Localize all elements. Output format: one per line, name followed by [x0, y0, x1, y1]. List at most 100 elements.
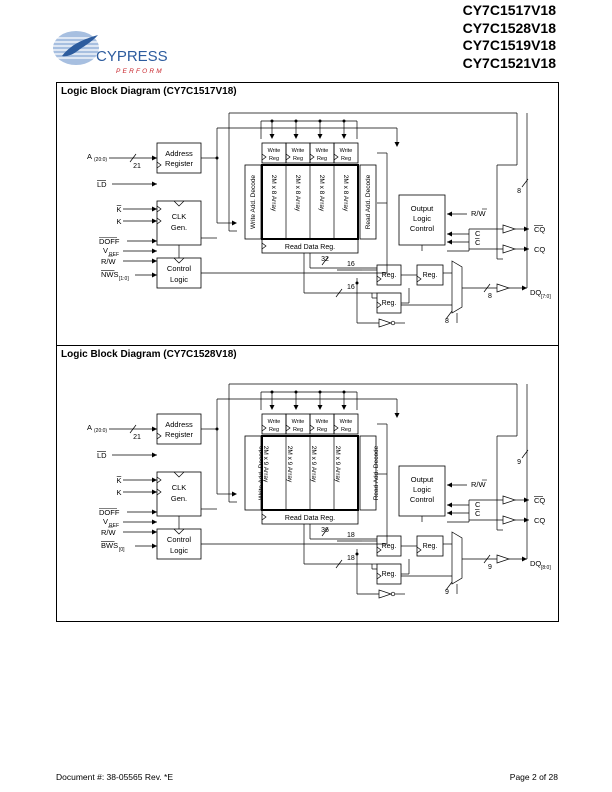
bus-slash	[445, 581, 453, 591]
write-register-label: Reg	[269, 427, 279, 433]
olc-rw-label: R/W	[471, 480, 487, 489]
rw-input-label: R/W	[101, 528, 117, 537]
read-bus-width: 36	[321, 527, 329, 534]
bus-slash	[521, 449, 529, 459]
arrow-head	[269, 134, 275, 139]
output-logic-label: Logic	[413, 214, 431, 223]
address-bus-width: 21	[133, 434, 141, 441]
output-register-label: Reg.	[423, 543, 438, 550]
read-address-decode-block	[359, 435, 377, 511]
diagram-title: Logic Block Diagram (CY7C1528V18)	[61, 349, 237, 360]
logo-company: CYPRESS	[96, 48, 168, 65]
output-logic-label: Output	[411, 204, 434, 213]
read-bus-width: 32	[321, 256, 329, 263]
part-number: CY7C1528V18	[462, 19, 556, 36]
memory-array-label: 2M x 8 Array	[270, 175, 277, 212]
write-register-label: Write	[340, 419, 353, 425]
control-logic-label: Logic	[170, 275, 188, 284]
feedback-bus-width: 9	[517, 459, 521, 466]
feedback-bus-width: 8	[517, 188, 521, 195]
vref-subscript: REF	[109, 252, 119, 258]
arrow-head	[447, 211, 452, 217]
arrow-head	[293, 405, 299, 410]
cq-bar-output-label: CQ	[534, 496, 545, 505]
write-register-label: Write	[316, 419, 329, 425]
k-input-label: K	[116, 488, 121, 497]
address-input-subscript: (20:0)	[94, 428, 107, 434]
output-register-label: Reg.	[382, 300, 397, 307]
dq-output-label: DQ	[530, 559, 541, 568]
arrow-head	[293, 134, 299, 139]
clock-input-marker	[285, 153, 291, 161]
clk-gen-label: Gen.	[171, 494, 187, 503]
inverter	[378, 318, 393, 328]
address-register-label: Register	[165, 430, 193, 439]
arrow-head	[317, 134, 323, 139]
arrow-head	[152, 238, 157, 244]
output-register-label: Reg.	[382, 571, 397, 578]
output-register-label: Reg.	[382, 272, 397, 279]
bus-slash	[335, 559, 343, 569]
read-bus-width-3: 16	[347, 261, 355, 268]
read-address-decode-label: Read Add. Decode	[373, 445, 380, 500]
logo-tagline: PERFORM	[116, 68, 164, 75]
address-input-label: A	[87, 423, 92, 432]
output-mux	[451, 260, 463, 314]
read-bus-width-3: 18	[347, 532, 355, 539]
address-register-label: Register	[165, 159, 193, 168]
arrow-head	[232, 220, 237, 226]
write-register-label: Write	[340, 148, 353, 154]
write-register-label: Write	[316, 148, 329, 154]
c-input-label: C	[475, 229, 481, 238]
part-number: CY7C1519V18	[462, 37, 556, 53]
clock-input-marker	[376, 301, 382, 309]
write-register-label: Reg	[317, 156, 327, 162]
address-register-block	[156, 413, 202, 445]
logic-diagram-panel-2: Logic Block Diagram (CY7C1528V18) A(20:0…	[56, 345, 559, 622]
cq-output-label: CQ	[534, 516, 545, 525]
arrow-head	[317, 405, 323, 410]
clock-input-marker	[261, 153, 267, 161]
inverter-bubble	[390, 320, 396, 326]
c-bar-input-label: C	[475, 238, 481, 247]
dq-bus-width: 8	[488, 293, 492, 300]
address-register-label: Address	[165, 420, 193, 429]
arrow-head	[447, 502, 452, 508]
address-input-subscript: (20:0)	[94, 157, 107, 163]
clock-marker-top	[173, 200, 185, 207]
read-data-register-label: Read Data Reg.	[285, 244, 335, 251]
read-bus-width-2: 18	[347, 555, 355, 562]
arrow-head	[524, 246, 529, 252]
k-input-label: K	[116, 217, 121, 226]
memory-array-label: 2M x 8 Array	[318, 175, 325, 212]
byte-write-select-subscript: [1:0]	[119, 276, 129, 282]
dq-output-subscript: [7:0]	[541, 294, 551, 300]
read-data-register-label: Read Data Reg.	[285, 515, 335, 522]
arrow-head	[524, 517, 529, 523]
read-bus-width-2: 16	[347, 284, 355, 291]
k-bar-input-label: K	[116, 476, 121, 485]
output-bus-width: 9	[445, 589, 449, 596]
arrow-head	[152, 272, 157, 278]
read-address-decode-label: Read Add. Decode	[365, 174, 372, 229]
cq-output-buffer	[502, 515, 517, 525]
arrow-head	[152, 452, 157, 458]
clock-input-marker	[156, 432, 162, 440]
bus-slash	[129, 153, 137, 163]
clock-input-marker	[333, 424, 339, 432]
clock-input-marker	[416, 275, 422, 283]
write-register-block	[333, 413, 359, 435]
memory-array-label: 2M x 9 Array	[262, 446, 269, 483]
clock-input-marker	[309, 153, 315, 161]
arrow-head	[341, 134, 347, 139]
output-logic-label: Logic	[413, 485, 431, 494]
clock-input-marker	[333, 153, 339, 161]
part-number: CY7C1517V18	[462, 2, 556, 18]
dq-output-subscript: [8:0]	[541, 565, 551, 571]
arrow-head	[152, 529, 157, 535]
address-bus-width: 21	[133, 163, 141, 170]
inverter-bubble	[390, 591, 396, 597]
dq-bus-width: 9	[488, 564, 492, 571]
arrow-head	[524, 497, 529, 503]
logic-diagram-panel-1: Logic Block Diagram (CY7C1517V18) A(20:0…	[56, 82, 559, 346]
